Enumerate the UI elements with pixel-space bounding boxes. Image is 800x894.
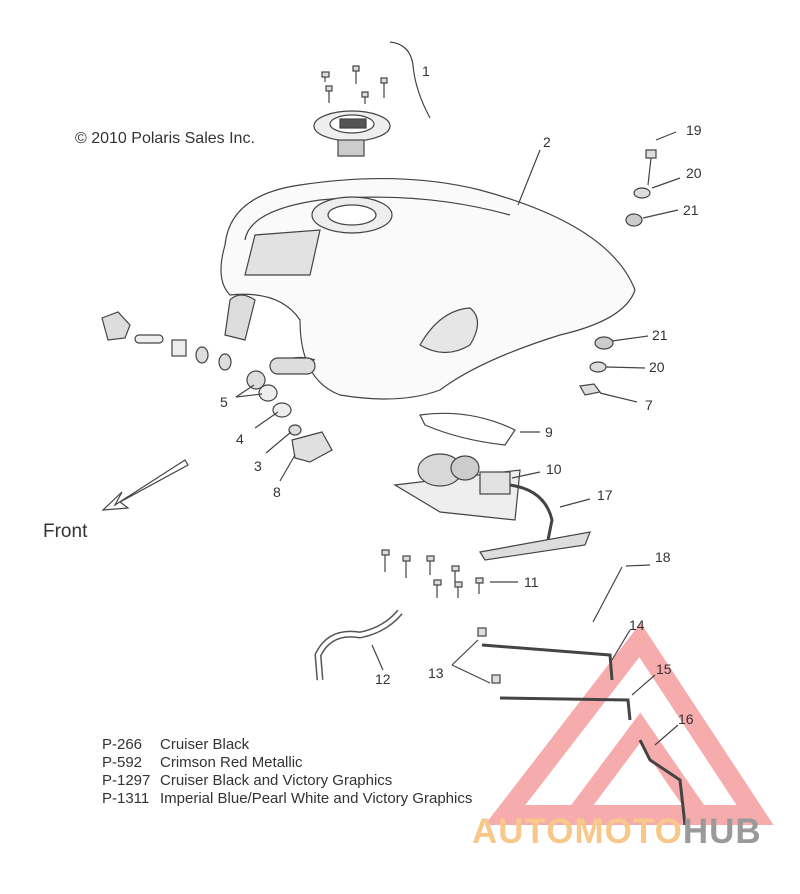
callout-1: 1 [422, 63, 430, 79]
mounting-hardware-right [517, 131, 681, 403]
callout-20: 20 [686, 165, 702, 181]
callout-21-lower: 21 [652, 327, 668, 343]
callout-9: 9 [545, 424, 553, 440]
callout-15: 15 [656, 661, 672, 677]
callout-11: 11 [524, 574, 539, 590]
callout-14: 14 [629, 617, 645, 633]
screws-item-11 [381, 549, 651, 623]
callout-4: 4 [236, 431, 244, 447]
front-label: Front [43, 521, 88, 542]
front-arrow-icon [101, 459, 189, 511]
mounting-hardware-left [101, 311, 333, 482]
callout-2: 2 [543, 134, 551, 150]
bolts-item-1 [321, 41, 431, 119]
callout-18: 18 [655, 549, 671, 565]
callout-3: 3 [254, 458, 262, 474]
callout-5: 5 [220, 394, 228, 410]
callout-7: 7 [645, 397, 653, 413]
vent-lines [451, 627, 687, 826]
callout-17: 17 [597, 487, 613, 503]
fuel-tank-icon [220, 177, 636, 400]
watermark-logo-icon [484, 622, 774, 825]
watermark-text: AUTOMOTOHUB [472, 812, 762, 851]
callout-19: 19 [686, 122, 702, 138]
hose-item-12 [314, 609, 403, 681]
callout-8: 8 [273, 484, 281, 500]
copyright-text: © 2010 Polaris Sales Inc. [75, 130, 255, 147]
callout-13: 13 [428, 665, 444, 681]
fuel-pump-icon [393, 412, 591, 561]
callout-10: 10 [546, 461, 562, 477]
fuel-cap-icon [313, 110, 391, 157]
callout-12: 12 [375, 671, 391, 687]
callout-16: 16 [678, 711, 694, 727]
callout-21: 21 [683, 202, 699, 218]
callout-20-lower: 20 [649, 359, 665, 375]
